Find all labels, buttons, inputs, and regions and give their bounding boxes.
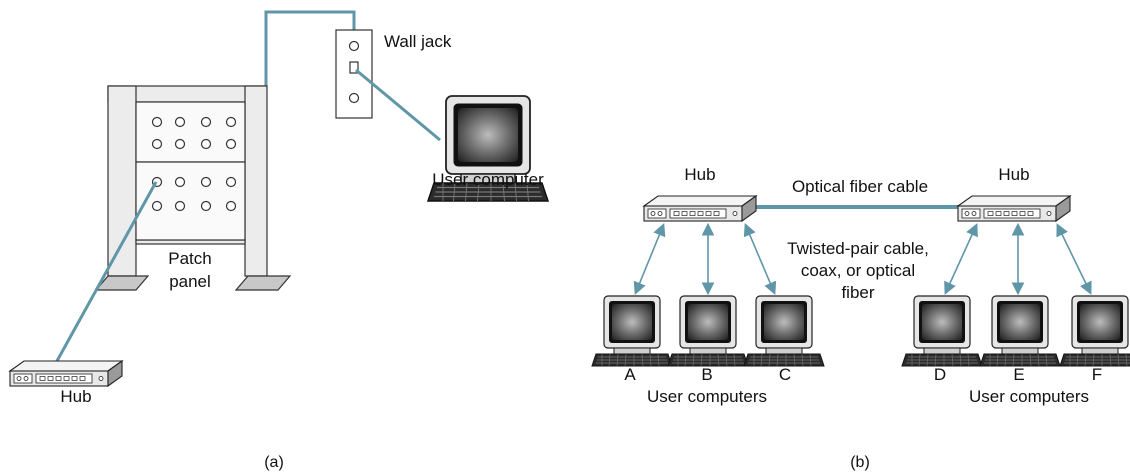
hub-right-label: Hub bbox=[998, 165, 1029, 184]
patch-panel-label-line2: panel bbox=[169, 272, 211, 291]
link-d bbox=[944, 223, 978, 295]
computer-e-icon bbox=[979, 295, 1061, 367]
hub-left-icon bbox=[643, 195, 757, 222]
hub-links bbox=[633, 222, 1092, 296]
hub-a-label: Hub bbox=[60, 387, 91, 406]
hub-to-panel-cable bbox=[50, 181, 158, 371]
caption-a: (a) bbox=[264, 454, 284, 471]
link-f bbox=[1056, 223, 1092, 295]
caption-b: (b) bbox=[850, 454, 870, 471]
computer-e-label: E bbox=[1013, 365, 1024, 384]
wall-jack bbox=[335, 29, 373, 119]
computer-a-label: A bbox=[624, 365, 636, 384]
panel-b: Optical fiber cable Hub Hub Twisted-pair… bbox=[591, 165, 1130, 471]
link-type-label-line2: coax, or optical bbox=[801, 261, 915, 280]
computer-d-icon bbox=[901, 295, 983, 367]
computer-b-icon bbox=[667, 295, 749, 367]
left-group-label: User computers bbox=[647, 387, 767, 406]
link-a bbox=[633, 223, 666, 295]
computer-a-icon bbox=[591, 295, 673, 367]
fiber-backbone-label: Optical fiber cable bbox=[792, 177, 928, 196]
hub-left-label: Hub bbox=[684, 165, 715, 184]
computer-f-icon bbox=[1059, 295, 1130, 367]
computer-c-icon bbox=[743, 295, 825, 367]
patch-panel-label-line1: Patch bbox=[168, 249, 211, 268]
jack-to-computer-cable bbox=[355, 68, 441, 142]
computer-f-label: F bbox=[1092, 365, 1102, 384]
link-type-label-line3: fiber bbox=[841, 283, 874, 302]
link-type-label-line1: Twisted-pair cable, bbox=[787, 239, 929, 258]
wall-jack-label: Wall jack bbox=[384, 32, 452, 51]
computer-b-label: B bbox=[701, 365, 712, 384]
computer-c-label: C bbox=[779, 365, 791, 384]
link-c bbox=[743, 223, 777, 295]
hub-a-icon bbox=[9, 360, 123, 387]
building-cable bbox=[264, 10, 356, 86]
panel-a: Patch panel Wall jack User computer Hub … bbox=[9, 10, 549, 471]
hub-right-icon bbox=[957, 195, 1071, 222]
right-group-label: User computers bbox=[969, 387, 1089, 406]
user-computer-label: User computer bbox=[432, 170, 544, 189]
patch-panel-rack bbox=[94, 85, 292, 291]
computer-d-label: D bbox=[934, 365, 946, 384]
